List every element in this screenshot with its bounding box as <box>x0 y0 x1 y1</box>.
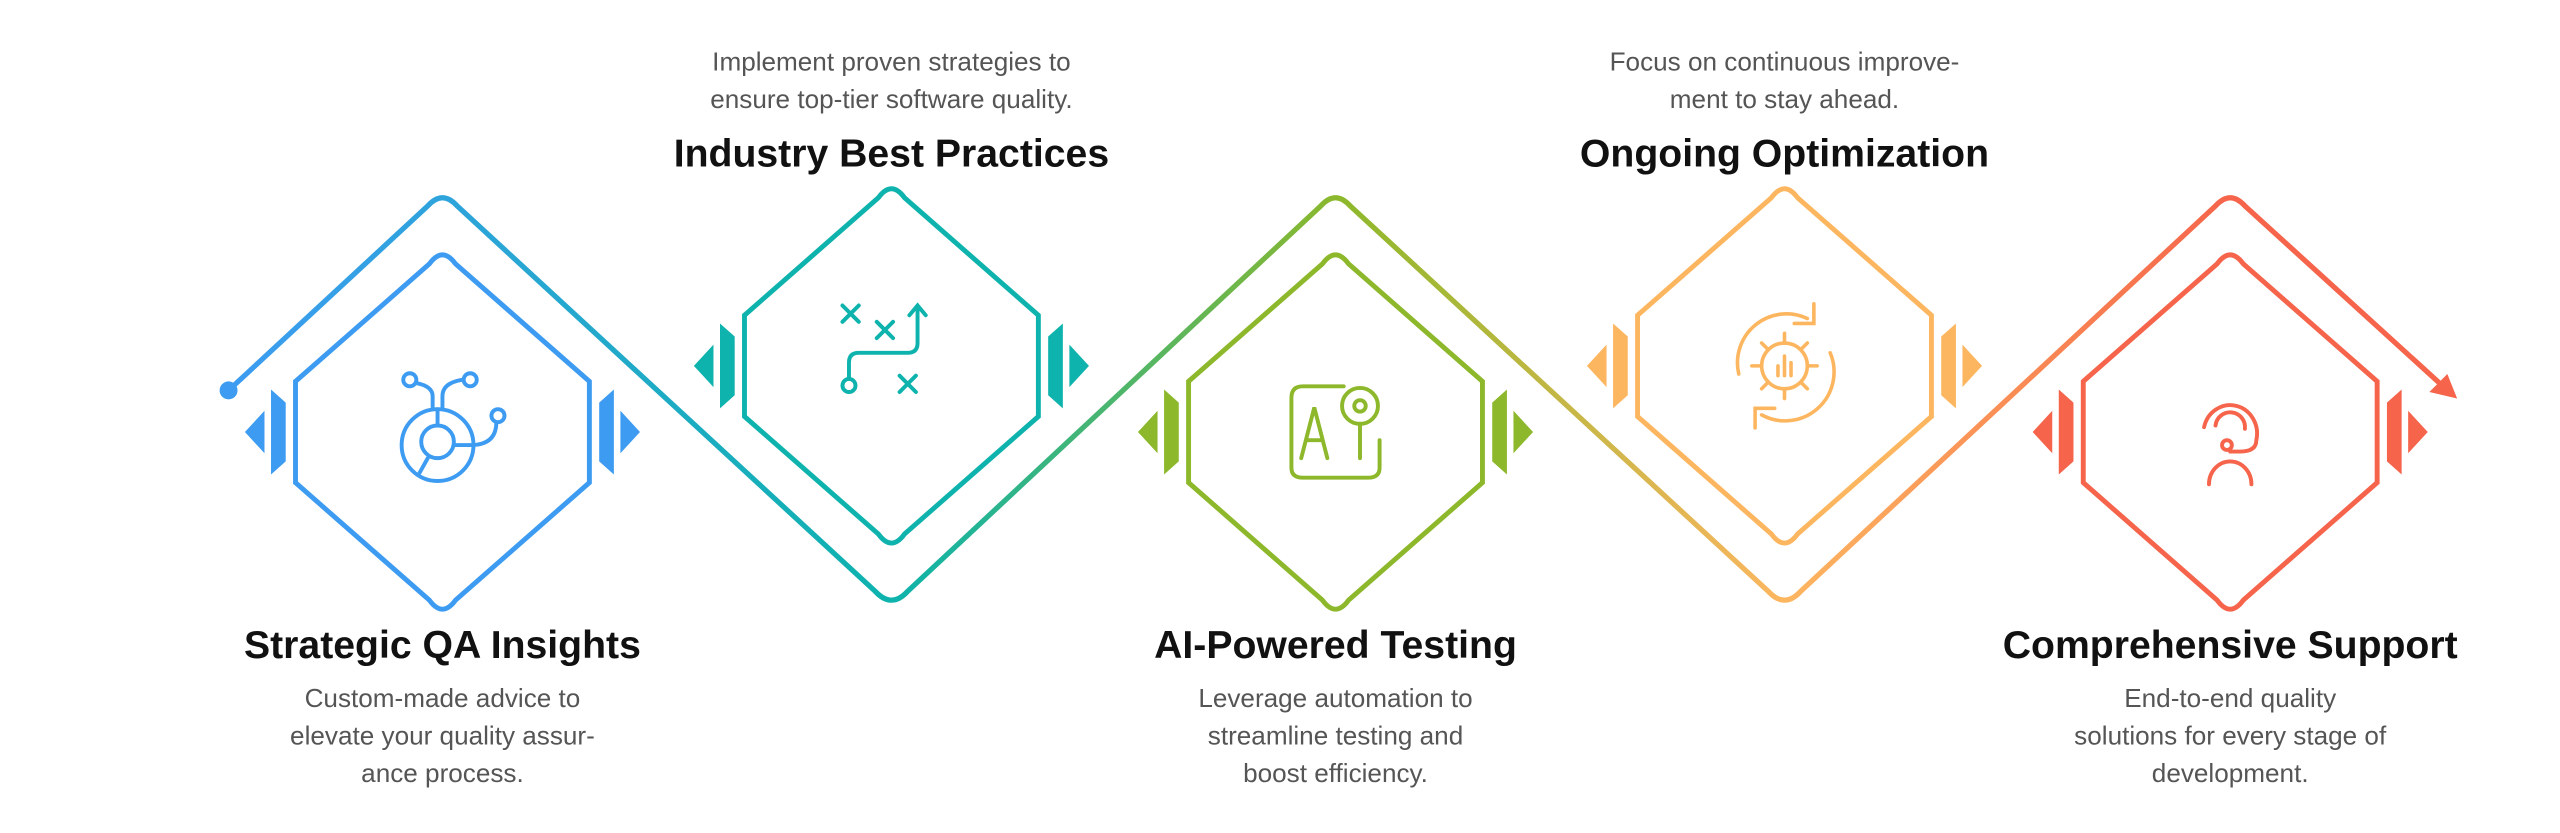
strategy-play-icon <box>840 302 928 394</box>
step-description-line: ment to stay ahead. <box>1670 84 1899 114</box>
step-description-line: boost efficiency. <box>1243 758 1428 788</box>
step-hexagon <box>1635 186 1934 546</box>
step-description-line: End-to-end quality <box>2124 683 2336 713</box>
right-chevron-icon <box>1941 323 1983 409</box>
step-title: Strategic QA Insights <box>244 624 641 667</box>
step-description-line: development. <box>2152 758 2309 788</box>
step-4: Focus on continuous improve-ment to stay… <box>1580 46 1989 546</box>
step-2: Implement proven strategies to ensure top… <box>674 46 1109 546</box>
step-hexagon <box>742 186 1041 546</box>
gear-refresh-icon <box>1735 302 1836 430</box>
left-chevron-icon <box>693 323 735 409</box>
ai-chip-icon <box>1289 384 1382 480</box>
step-description-line: elevate your quality assur- <box>290 721 595 751</box>
right-chevron-icon <box>1492 389 1534 475</box>
right-chevron-icon <box>2386 389 2428 475</box>
right-chevron-icon <box>1048 323 1089 409</box>
step-description-line: Custom-made advice to <box>305 683 581 713</box>
step-title: Ongoing Optimization <box>1580 133 1989 176</box>
step-title: Comprehensive Support <box>2003 624 2458 667</box>
step-description-line: ance process. <box>361 758 524 788</box>
step-description-line: solutions for every stage of <box>2074 721 2387 751</box>
step-title: AI-Powered Testing <box>1154 624 1517 667</box>
chart-network-icon <box>399 371 507 483</box>
step-description-line: streamline testing and <box>1208 721 1463 751</box>
step-description-line: Implement proven strategies to <box>712 46 1070 76</box>
connector-path <box>225 195 2449 603</box>
left-chevron-icon <box>244 389 286 475</box>
left-chevron-icon <box>1586 323 1628 409</box>
right-chevron-icon <box>599 389 640 475</box>
step-title: Industry Best Practices <box>674 133 1109 176</box>
start-dot <box>219 381 238 400</box>
left-chevron-icon <box>2032 389 2074 475</box>
arrow-head-icon <box>2429 374 2458 399</box>
left-chevron-icon <box>1137 389 1179 475</box>
step-description-line: Focus on continuous improve- <box>1610 46 1960 76</box>
step-hexagon <box>293 252 592 612</box>
step-description-line: ensure top-tier software quality. <box>710 84 1072 114</box>
step-description-line: Leverage automation to <box>1198 683 1472 713</box>
support-agent-icon <box>2202 403 2259 487</box>
step-hexagon <box>1186 252 1485 612</box>
step-hexagon <box>2080 252 2380 612</box>
